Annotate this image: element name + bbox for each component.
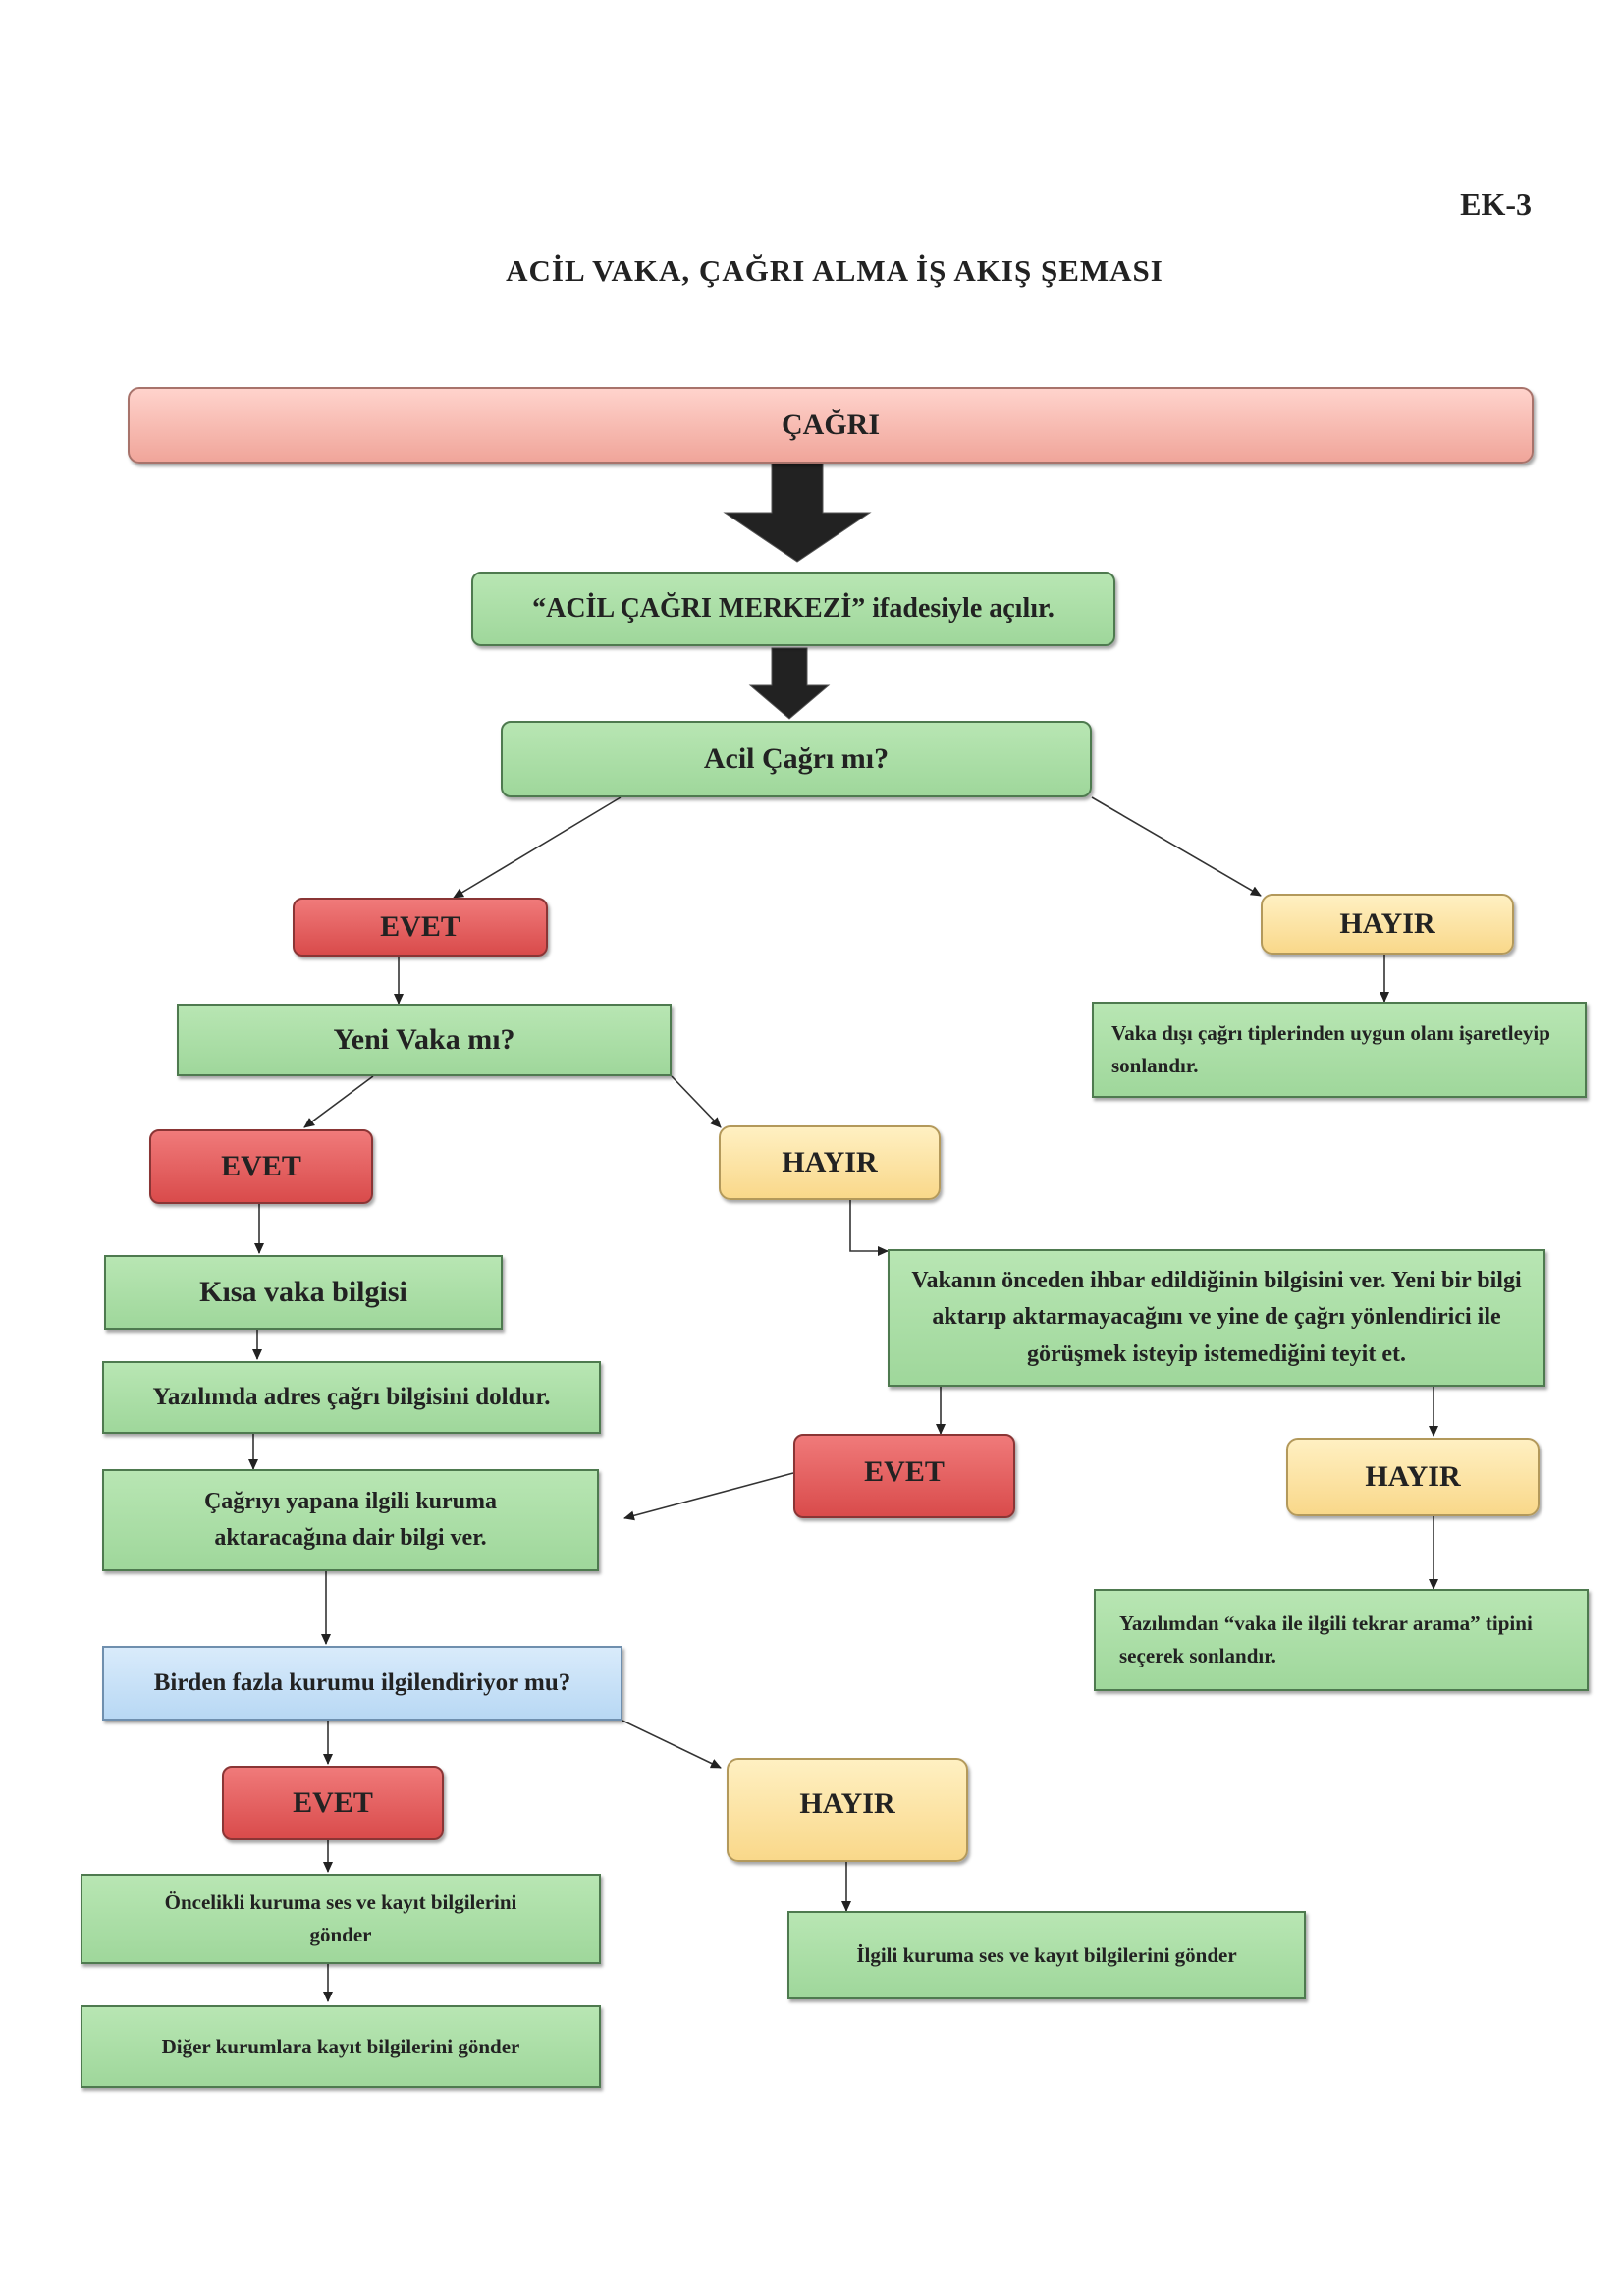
node-tekrar-arama: Yazılımdan “vaka ile ilgili tekrar arama… [1094, 1589, 1589, 1691]
node-yeni-question: Yeni Vaka mı? [177, 1004, 672, 1076]
node-vaka-disi: Vaka dışı çağrı tiplerinden uygun olanı … [1092, 1002, 1587, 1098]
node-onceden-ihbar: Vakanın önceden ihbar edildiğinin bilgis… [888, 1249, 1545, 1387]
node-evet-2: EVET [149, 1129, 373, 1204]
node-kisa-vaka: Kısa vaka bilgisi [104, 1255, 503, 1330]
arrow-acil-hayir [1091, 796, 1262, 897]
node-hayir-1: HAYIR [1261, 894, 1514, 955]
arrow-evet3-aktarma [623, 1472, 794, 1521]
node-hayir-2: HAYIR [719, 1125, 941, 1200]
arrow-acil-evet [453, 796, 622, 899]
arrow-hayir2-onceden [849, 1200, 889, 1256]
page-label: EK-3 [1460, 187, 1532, 222]
block-arrow-2 [748, 647, 831, 720]
node-diger-kurumlar: Diğer kurumlara kayıt bilgilerini gönder [81, 2005, 601, 2088]
arrow-yeni-evet [303, 1075, 374, 1128]
node-evet-1: EVET [293, 898, 548, 957]
node-evet-4: EVET [222, 1766, 444, 1840]
node-hayir-4: HAYIR [727, 1758, 968, 1862]
node-acil-question: Acil Çağrı mı? [501, 721, 1092, 797]
node-birden-question: Birden fazla kurumu ilgilendiriyor mu? [102, 1646, 622, 1721]
block-arrow-1 [723, 461, 872, 563]
arrow-yeni-hayir [671, 1075, 722, 1128]
node-merkez: “ACİL ÇAĞRI MERKEZİ” ifadesiyle açılır. [471, 572, 1115, 646]
node-cagri: ÇAĞRI [128, 387, 1534, 464]
node-hayir-3: HAYIR [1286, 1438, 1540, 1516]
arrow-birden-hayir [622, 1720, 722, 1769]
node-oncelikli-kurum: Öncelikli kuruma ses ve kayıt bilgilerin… [81, 1874, 601, 1964]
node-ilgili-kurum: İlgili kuruma ses ve kayıt bilgilerini g… [787, 1911, 1306, 1999]
page-title: ACİL VAKA, ÇAĞRI ALMA İŞ AKIŞ ŞEMASI [506, 253, 1163, 288]
node-aktarma-bilgi: Çağrıyı yapana ilgili kuruma aktaracağın… [102, 1469, 599, 1571]
node-evet-3: EVET [793, 1434, 1015, 1518]
node-yazilim-doldur: Yazılımda adres çağrı bilgisini doldur. [102, 1361, 601, 1434]
